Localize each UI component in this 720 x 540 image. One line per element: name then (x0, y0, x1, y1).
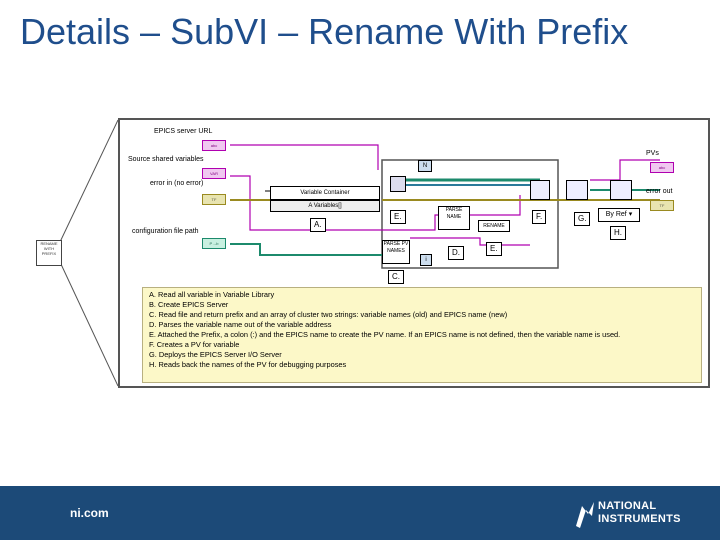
error-out-terminal[interactable]: TF (650, 200, 674, 211)
pvs-label: PVs (646, 150, 659, 157)
deploy-server-icon[interactable] (566, 180, 588, 200)
step-tag-h: H. (610, 226, 626, 240)
subvi-icon[interactable]: RENAME WITH PREFIX (36, 240, 62, 266)
by-ref-label: By Ref (605, 211, 627, 218)
parse-pv-names-subvi[interactable]: PARSE PV NAMES (382, 240, 410, 264)
epics-server-url-label: EPICS server URL (154, 128, 213, 135)
config-file-path-terminal[interactable]: P→b (202, 238, 226, 249)
subvi-icon-text: RENAME WITH PREFIX (40, 241, 58, 256)
eagle-icon (576, 502, 594, 528)
error-out-label: error out (646, 188, 673, 195)
step-tag-b: E. (390, 210, 406, 224)
slide-title: Details – SubVI – Rename With Prefix (20, 11, 629, 52)
footer-bar (0, 486, 720, 540)
step-tag-d: D. (448, 246, 464, 260)
create-pv-icon[interactable] (530, 180, 550, 200)
epics-server-create-icon[interactable] (390, 176, 406, 192)
parse-name-subvi[interactable]: PARSE NAME (438, 206, 470, 230)
note-h: H. Reads back the names of the PV for de… (149, 360, 347, 369)
note-e: E. Attached the Prefix, a colon (:) and … (149, 330, 621, 339)
variables-array-label: A Variables[] (308, 203, 342, 209)
config-file-path-label: configuration file path (132, 228, 199, 235)
note-a: A. Read all variable in Variable Library (149, 290, 275, 299)
site-link[interactable]: ni.com (70, 506, 109, 520)
note-b: B. Create EPICS Server (149, 300, 229, 309)
for-loop-frame (381, 159, 559, 269)
parse-name-label: PARSE NAME (445, 207, 463, 220)
step-tag-g: G. (574, 212, 591, 226)
logo-line-2: INSTRUMENTS (598, 513, 681, 525)
error-in-label: error in (no error) (150, 180, 204, 187)
step-tag-e: E. (486, 242, 502, 256)
step-tag-a: A. (310, 218, 326, 232)
rename-label: RENAME (483, 223, 505, 229)
loop-count-terminal[interactable]: N (418, 160, 432, 172)
read-pv-names-icon[interactable] (610, 180, 632, 200)
rename-subvi[interactable]: RENAME (478, 220, 510, 232)
step-tag-f: F. (532, 210, 547, 224)
variable-container-label: Variable Container (300, 190, 350, 196)
step-tag-c: C. (388, 270, 404, 284)
parse-pv-names-label: PARSE PV NAMES (383, 241, 409, 254)
description-notes: A. Read all variable in Variable Library… (142, 287, 702, 383)
loop-iteration-terminal: i (420, 254, 432, 266)
logo-line-1: NATIONAL (598, 500, 657, 512)
epics-server-url-terminal[interactable]: abc (202, 140, 226, 151)
variable-container-node[interactable]: Variable Container (270, 186, 380, 200)
note-d: D. Parses the variable name out of the v… (149, 320, 332, 329)
ni-logo[interactable]: NATIONAL INSTRUMENTS (574, 500, 708, 530)
note-g: G. Deploys the EPICS Server I/O Server (149, 350, 282, 359)
note-c: C. Read file and return prefix and an ar… (149, 310, 508, 319)
by-ref-dropdown[interactable]: By Ref ▾ (598, 208, 640, 222)
variables-array-node[interactable]: A Variables[] (270, 200, 380, 212)
source-shared-variables-terminal[interactable]: VAR (202, 168, 226, 179)
note-f: F. Creates a PV for variable (149, 340, 240, 349)
pvs-terminal[interactable]: abc (650, 162, 674, 173)
source-shared-variables-label: Source shared variables (128, 156, 204, 163)
error-in-terminal[interactable]: TF (202, 194, 226, 205)
